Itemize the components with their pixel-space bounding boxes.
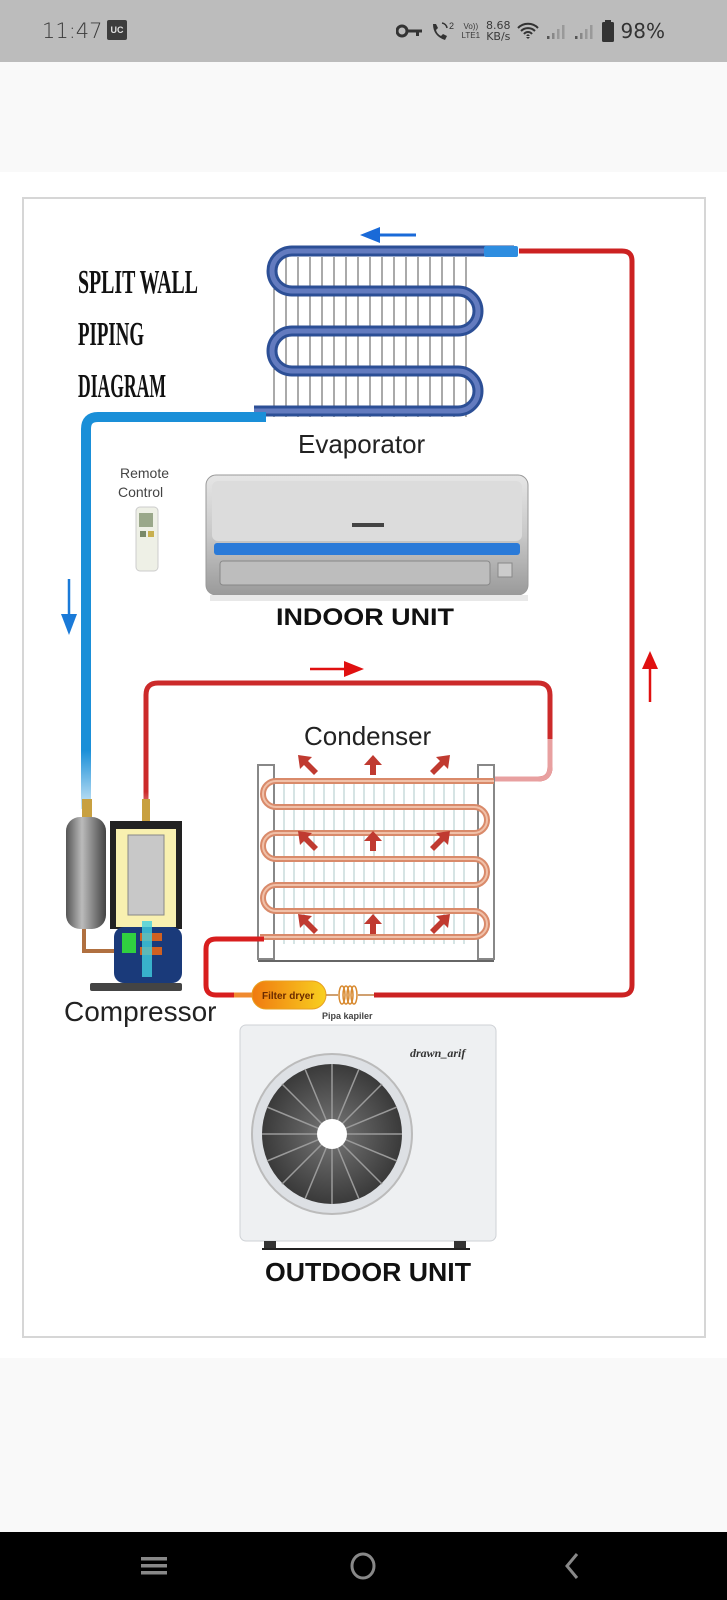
- capillary-tube-coil: [338, 985, 358, 1005]
- cold-suction-pipe: [81, 412, 260, 809]
- title-line-1: SPLIT WALL: [78, 264, 198, 301]
- back-icon: [565, 1553, 579, 1579]
- condenser-label: Condenser: [304, 721, 432, 751]
- vpn-key-icon: [395, 24, 422, 38]
- signal-icon: [546, 25, 565, 39]
- volte-label: Vo)): [463, 22, 479, 31]
- outdoor-unit-label: OUTDOOR UNIT: [265, 1257, 471, 1287]
- filter-dryer: Filter dryer: [251, 980, 327, 1010]
- hot-gas-return-pipe: [374, 248, 635, 998]
- status-icons: 2 Vo)) LTE1 8.68 KB/s: [395, 0, 727, 62]
- diagram-title: SPLIT WALL PIPING DIAGRAM: [78, 264, 198, 405]
- navigation-bar: [0, 1532, 727, 1600]
- remote-control-label-line1: Remote: [120, 465, 169, 481]
- recent-apps-button[interactable]: [124, 1546, 184, 1586]
- indoor-unit-label: INDOOR UNIT: [276, 604, 454, 631]
- network-speed-unit: KB/s: [486, 30, 511, 43]
- diagram-canvas: SPLIT WALL PIPING DIAGRAM: [61, 227, 658, 1287]
- wifi-call-icon: 2: [432, 21, 454, 40]
- flow-arrow-down-icon: [61, 579, 77, 635]
- remote-control-label-line2: Control: [118, 484, 163, 500]
- title-line-2: PIPING: [78, 316, 144, 353]
- remote-control-image: [135, 506, 159, 572]
- lte-label: LTE1: [461, 31, 481, 40]
- hot-discharge-pipe: [143, 680, 553, 819]
- back-button[interactable]: [542, 1546, 602, 1586]
- toolbar-area: [0, 62, 727, 172]
- title-line-3: DIAGRAM: [78, 368, 166, 405]
- home-button[interactable]: [333, 1546, 393, 1586]
- call-badge: 2: [449, 21, 454, 31]
- outdoor-unit-image: drawn_arif: [239, 1024, 497, 1250]
- battery-percentage: 98%: [620, 19, 665, 43]
- home-icon: [350, 1552, 376, 1580]
- battery-icon: [601, 20, 614, 42]
- filter-dryer-label: Filter dryer: [262, 991, 314, 1002]
- flow-arrow-right-icon: [310, 661, 364, 677]
- flow-arrow-left-icon: [360, 227, 416, 243]
- status-bar: 11:47 UC 2 Vo)) LTE1 8.68 KB/s: [0, 0, 727, 62]
- volte-icon: Vo)) LTE1: [462, 22, 481, 40]
- uc-browser-notification-icon: UC: [107, 20, 127, 40]
- wifi-icon: [516, 22, 539, 39]
- flow-arrow-up-icon: [642, 651, 658, 702]
- evaporator-coil: [254, 245, 518, 417]
- capillary-tube-label: Pipa kapiler: [322, 1011, 373, 1021]
- condenser-coil: [257, 755, 495, 962]
- network-speed: 8.68 KB/s: [486, 20, 511, 42]
- signal-icon: [574, 25, 593, 39]
- evaporator-label: Evaporator: [298, 429, 426, 459]
- liquid-line-pipe: [203, 936, 264, 998]
- compressor-image: [66, 799, 182, 991]
- indoor-unit-image: [205, 474, 529, 601]
- recent-apps-icon: [141, 1557, 167, 1575]
- network-speed-value: 8.68: [486, 19, 511, 32]
- clock: 11:47: [42, 19, 103, 43]
- compressor-label: Compressor: [64, 996, 216, 1027]
- brand-watermark: drawn_arif: [410, 1046, 466, 1060]
- split-ac-piping-diagram-image[interactable]: SPLIT WALL PIPING DIAGRAM: [22, 197, 706, 1338]
- content-below-image: [0, 1358, 727, 1532]
